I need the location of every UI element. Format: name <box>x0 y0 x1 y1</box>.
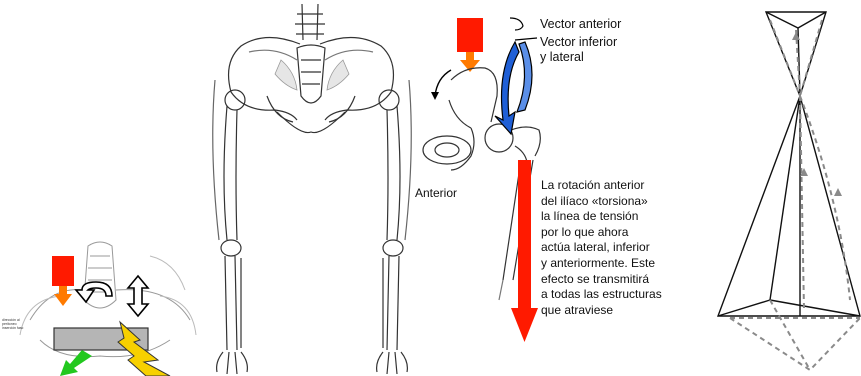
paragraph-line: La rotación anterior <box>541 178 691 194</box>
explanation-paragraph: La rotación anterior del ilíaco «torsion… <box>541 178 691 318</box>
paragraph-line: efecto se transmitirá <box>541 272 691 288</box>
tiny-note-line: inserción fasc <box>2 326 36 330</box>
tiny-annotation: dirección al peritoneo inserción fasc <box>2 318 36 330</box>
paragraph-line: actúa lateral, inferior <box>541 240 691 256</box>
anterior-label: Anterior <box>415 186 457 201</box>
double-vertical-arrow <box>128 276 148 316</box>
vector-anterior-label: Vector anterior <box>540 17 621 32</box>
geometric-tension-diagram <box>700 0 861 376</box>
pelvis-legs-sketch <box>205 0 420 376</box>
pelvis-force-diagram: dirección al peritoneo inserción fasc <box>0 0 210 376</box>
paragraph-line: y anteriormente. Este <box>541 256 691 272</box>
paragraph-line: del ilíaco «torsiona» <box>541 194 691 210</box>
vector-lateral-line: y lateral <box>540 50 584 64</box>
tension-line-arrow <box>511 160 538 342</box>
solid-triangles <box>718 12 860 316</box>
hip-vector-diagram: Vector anterior Vector inferior y latera… <box>415 0 685 376</box>
paragraph-line: que atraviese <box>541 303 691 319</box>
vector-inferior-line: Vector inferior <box>540 35 617 49</box>
paragraph-line: a todas las estructuras <box>541 287 691 303</box>
paragraph-line: la línea de tensión <box>541 209 691 225</box>
inferior-lateral-vector-arrow <box>495 42 532 134</box>
downward-force-arrow <box>52 256 74 306</box>
paragraph-line: por lo que ahora <box>541 225 691 241</box>
skeleton-illustration <box>205 0 420 376</box>
triangle-geometry <box>700 0 861 376</box>
vector-inferior-label: Vector inferior y lateral <box>540 35 617 65</box>
anterior-force-arrow <box>457 18 483 72</box>
